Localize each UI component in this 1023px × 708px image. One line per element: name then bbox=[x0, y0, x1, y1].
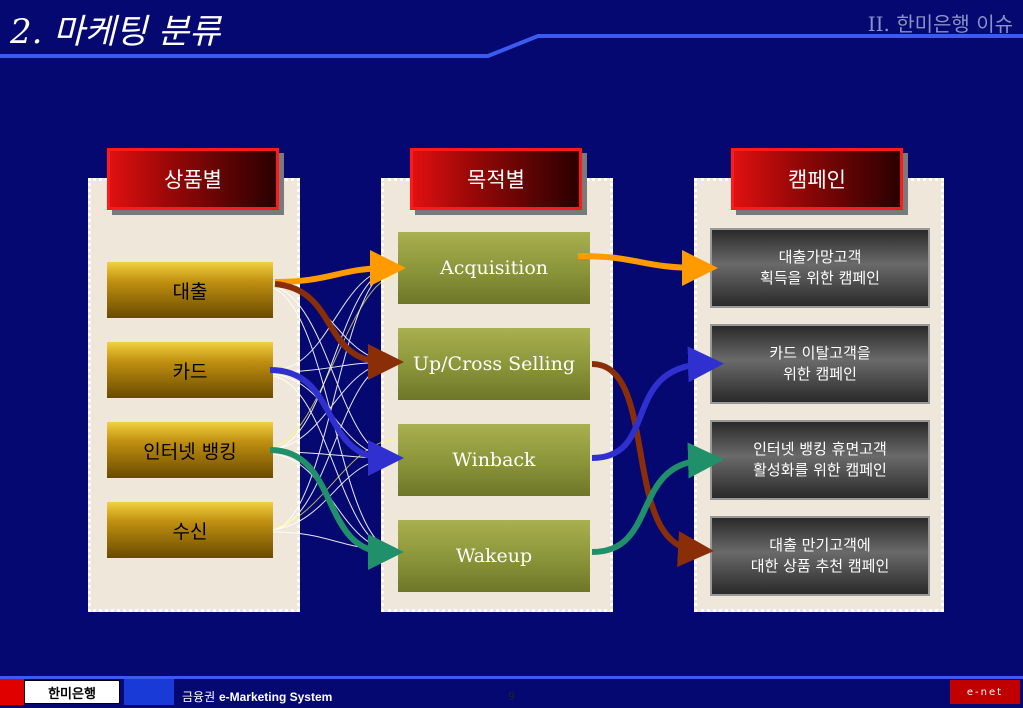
footer-logo-block bbox=[124, 679, 174, 705]
footer-system-name: 금융권 e-Marketing System bbox=[182, 690, 333, 704]
header-rule bbox=[0, 34, 1023, 58]
section-label: II. 한미은행 이슈 bbox=[867, 12, 1013, 36]
product-item-loan: 대출 bbox=[107, 262, 273, 318]
page-number: 9 bbox=[508, 690, 515, 703]
purpose-item-winback: Winback bbox=[398, 424, 590, 496]
product-item-internet-banking: 인터넷 뱅킹 bbox=[107, 422, 273, 478]
page-title: 2. 마케팅 분류 bbox=[10, 12, 221, 52]
product-item-deposit: 수신 bbox=[107, 502, 273, 558]
purpose-item-up-cross-selling: Up/Cross Selling bbox=[398, 328, 590, 400]
purpose-header: 목적별 bbox=[410, 148, 582, 210]
product-header: 상품별 bbox=[107, 148, 279, 210]
product-item-card: 카드 bbox=[107, 342, 273, 398]
footer-logo-accent bbox=[0, 679, 24, 705]
enet-logo: e-net bbox=[950, 680, 1020, 704]
bank-logo: 한미은행 bbox=[24, 680, 120, 704]
footer-rule bbox=[0, 676, 1023, 679]
purpose-item-wakeup: Wakeup bbox=[398, 520, 590, 592]
campaign-header: 캠페인 bbox=[731, 148, 903, 210]
purpose-item-acquisition: Acquisition bbox=[398, 232, 590, 304]
